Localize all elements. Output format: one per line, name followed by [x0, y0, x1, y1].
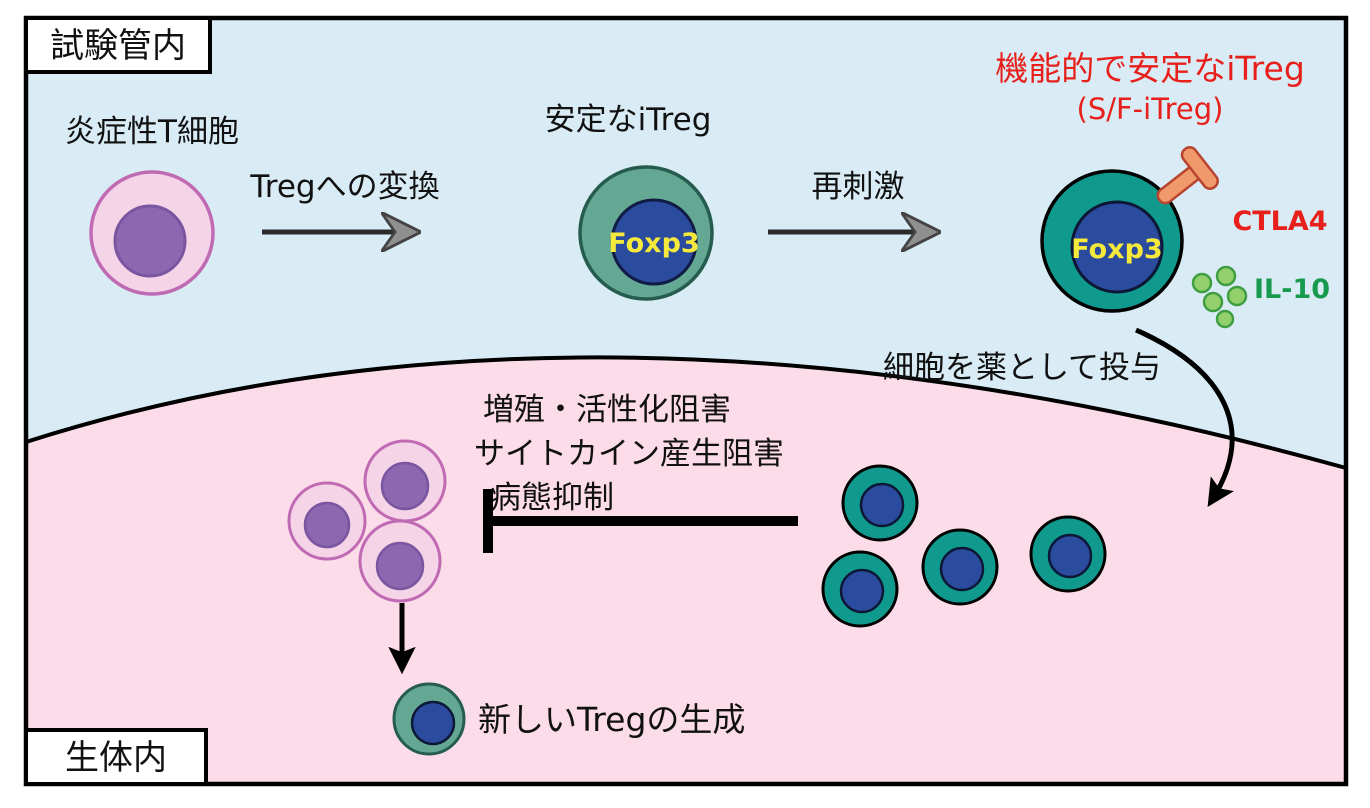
inhibition-text-line2: サイトカイン産生阻害: [474, 436, 784, 472]
itreg-cell-nucleus: [859, 482, 905, 528]
frame-border: [23, 15, 1349, 787]
il10-dot: [1202, 291, 1224, 313]
ctla4-label: CTLA4: [1232, 206, 1327, 237]
inflammatory-t-cell: [89, 170, 215, 296]
administration-arrow: [1134, 327, 1235, 507]
new-treg-nucleus: [410, 700, 456, 746]
inflammatory-cell: [287, 481, 367, 561]
inflammatory-cell-nucleus: [303, 501, 351, 549]
foxp3-label-stable: Foxp3: [608, 228, 699, 259]
administration-label: 細胞を薬として投与: [883, 350, 1161, 386]
il10-dot: [1191, 272, 1213, 294]
region-boundary-curve: [25, 355, 1347, 470]
ctla4-receptor: [1156, 146, 1219, 205]
stable-itreg-label: 安定なiTreg: [545, 102, 712, 138]
in-vivo-label-background: [24, 728, 208, 786]
functional-itreg-subtitle: (S/F-iTreg): [1077, 92, 1224, 126]
inflammatory-t-cell-nucleus: [113, 204, 187, 278]
in-vitro-label: 試験管内: [50, 26, 186, 66]
inhibition-text-line1: 増殖・活性化阻害: [483, 392, 731, 428]
inhibition-text-line3: 病態抑制: [490, 480, 614, 516]
conversion-label: Tregへの変換: [249, 169, 439, 205]
in-vitro-label-box: 試験管内: [24, 16, 212, 74]
functional-itreg-cell: Foxp3: [1040, 169, 1184, 313]
itreg-cell-nucleus: [939, 546, 985, 592]
inflammatory-cell-nucleus: [375, 541, 425, 591]
itreg-cell: [1029, 515, 1107, 593]
il10-dot: [1226, 285, 1248, 307]
il10-label: IL-10: [1254, 274, 1330, 305]
stable-itreg-nucleus: [610, 198, 698, 286]
functional-itreg-nucleus: [1070, 200, 1164, 294]
il10-dots: [1191, 265, 1248, 329]
stable-itreg-cell: Foxp3: [578, 165, 714, 301]
new-treg-cell: [392, 682, 466, 756]
restimulation-label: 再刺激: [812, 169, 905, 205]
itreg-cell-cluster: [821, 464, 1107, 628]
ctla4-receptor-fork: [1180, 146, 1219, 190]
inflammatory-cell-cluster: [287, 439, 447, 603]
inflammatory-t-cell-label: 炎症性T細胞: [65, 114, 239, 150]
itreg-cell-nucleus: [1047, 533, 1093, 579]
inflammatory-cell: [358, 519, 442, 603]
il10-dot: [1215, 265, 1237, 287]
itreg-cell-nucleus: [839, 568, 885, 614]
inflammatory-cell: [363, 439, 447, 523]
new-treg-label: 新しいTregの生成: [478, 700, 745, 739]
in-vivo-region: [26, 357, 1346, 782]
il10-dot: [1215, 309, 1235, 329]
inflammatory-cell-nucleus: [380, 461, 430, 511]
itreg-cell: [841, 464, 919, 542]
functional-itreg-title: 機能的で安定なiTreg: [995, 49, 1305, 88]
in-vivo-label: 生体内: [65, 738, 167, 778]
foxp3-label-functional: Foxp3: [1071, 234, 1162, 265]
itreg-cell: [821, 550, 899, 628]
in-vivo-label-box: 生体内: [24, 728, 208, 786]
itreg-cell: [921, 528, 999, 606]
in-vitro-label-background: [24, 16, 212, 74]
inhibition-bar: [483, 489, 798, 553]
